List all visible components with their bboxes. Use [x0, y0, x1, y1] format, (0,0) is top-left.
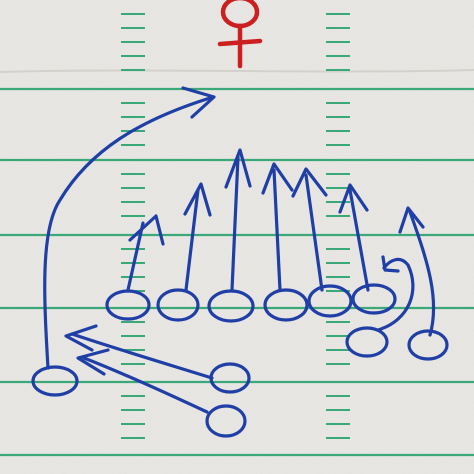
player-marker — [205, 404, 247, 438]
route-arrowhead — [76, 348, 110, 376]
route-line — [230, 155, 240, 292]
route-arrowhead — [338, 183, 369, 214]
player-marker — [351, 283, 397, 315]
route-arrowhead — [64, 324, 98, 352]
route-arrowhead — [128, 214, 165, 246]
female-symbol-icon — [217, 0, 263, 69]
player-marker — [156, 288, 200, 322]
routes — [43, 86, 436, 414]
route-line — [126, 221, 145, 292]
player-marker — [307, 284, 353, 318]
player-marker — [345, 326, 389, 358]
player-marker — [263, 288, 309, 322]
paper-fold — [0, 69, 474, 73]
route-line — [408, 210, 436, 337]
player-marker — [407, 329, 449, 361]
player-marker — [207, 289, 255, 323]
route-line — [348, 188, 370, 292]
route-arrowhead — [261, 162, 294, 195]
player-marker — [31, 365, 79, 397]
yard-lines — [0, 87, 474, 457]
route-arrowhead — [183, 182, 212, 217]
route-arrowhead — [181, 86, 216, 119]
route-arrowhead — [224, 148, 252, 189]
route-arrowhead — [291, 167, 328, 198]
route-arrowhead — [398, 206, 425, 234]
route-line — [376, 257, 415, 332]
route-line — [304, 173, 324, 292]
route-line — [82, 356, 209, 414]
route-line — [184, 188, 200, 292]
players — [31, 283, 449, 438]
route-line — [70, 332, 214, 380]
hash-marks — [121, 13, 350, 439]
route-line — [43, 96, 212, 370]
player-marker — [105, 289, 151, 321]
route-line — [272, 168, 282, 292]
route-arrowhead — [381, 255, 400, 273]
player-marker — [209, 362, 251, 394]
